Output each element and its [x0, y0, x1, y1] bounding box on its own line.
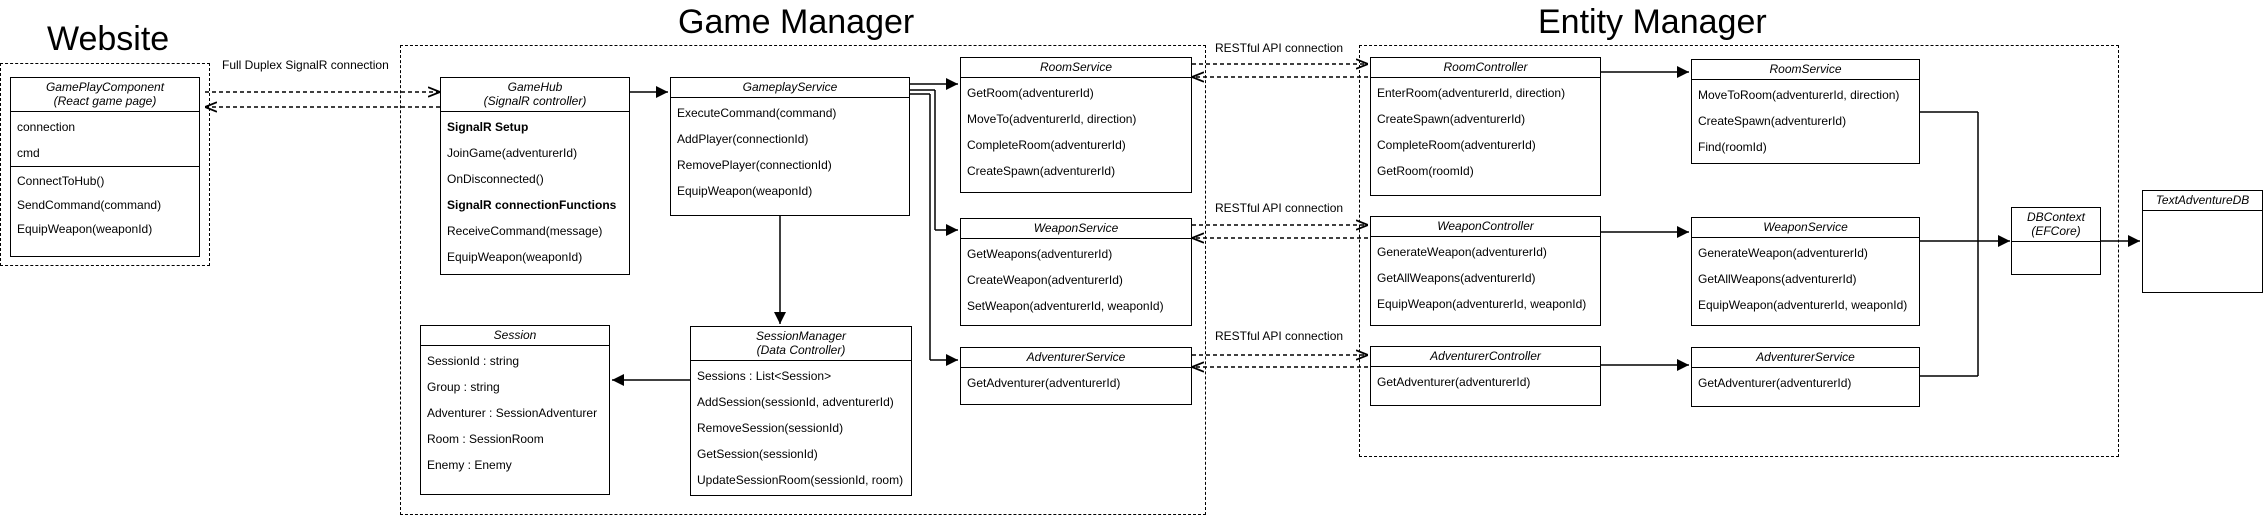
method-row: CompleteRoom(adventurerId) [967, 138, 1126, 152]
em-room-service-title: RoomService [1692, 60, 1919, 80]
method-row: AddPlayer(connectionId) [677, 132, 809, 146]
em-adventurer-service-box: AdventurerService GetAdventurer(adventur… [1691, 347, 1920, 407]
method-row: GenerateWeapon(adventurerId) [1377, 245, 1547, 259]
gm-adventurer-service-title: AdventurerService [961, 348, 1191, 368]
method-row: ConnectToHub() [17, 174, 105, 188]
method-row: SignalR Setup [447, 120, 529, 134]
method-row: GetAdventurer(adventurerId) [967, 376, 1121, 390]
method-row: SendCommand(command) [17, 198, 162, 212]
method-row: GetAdventurer(adventurerId) [1377, 375, 1531, 389]
room-controller-title: RoomController [1371, 58, 1600, 78]
em-weapon-service-box: WeaponService GenerateWeapon(adventurerI… [1691, 217, 1920, 326]
website-region [0, 63, 210, 266]
em-adventurer-service-title: AdventurerService [1692, 348, 1919, 368]
game-hub-box: GameHub (SignalR controller) SignalR Set… [440, 77, 630, 275]
method-row: ReceiveCommand(message) [447, 224, 603, 238]
method-row: SetWeapon(adventurerId, weaponId) [967, 299, 1164, 313]
entity-manager-title: Entity Manager [1538, 3, 1767, 41]
gm-room-service-title: RoomService [961, 58, 1191, 78]
method-row: OnDisconnected() [447, 172, 544, 186]
field-row: Sessions : List<Session> [697, 369, 832, 383]
gm-weapon-service-title: WeaponService [961, 219, 1191, 239]
session-manager-subtitle: (Data Controller) [756, 343, 846, 357]
method-row: MoveToRoom(adventurerId, direction) [1698, 88, 1900, 102]
gm-weapon-service-box: WeaponService GetWeapons(adventurerId) C… [960, 218, 1192, 326]
field-row: Room : SessionRoom [427, 432, 544, 446]
method-row: MoveTo(adventurerId, direction) [967, 112, 1137, 126]
game-manager-region [400, 45, 1206, 515]
method-row: RemoveSession(sessionId) [697, 421, 844, 435]
entity-manager-region [1359, 45, 2119, 457]
method-row: GetSession(sessionId) [697, 447, 818, 461]
field-row: SessionId : string [427, 354, 520, 368]
db-context-title: DBContext [2026, 210, 2086, 224]
rest-room-connection-label: RESTful API connection [1215, 41, 1344, 55]
method-row: GetRoom(roomId) [1377, 164, 1474, 178]
method-row: EquipWeapon(weaponId) [17, 222, 153, 236]
website-title: Website [47, 20, 170, 58]
gameplay-service-title: GameplayService [671, 78, 909, 98]
gameplay-component-subtitle: (React game page) [53, 94, 157, 108]
text-adventure-db-title: TextAdventureDB [2143, 191, 2262, 211]
method-row: CreateSpawn(adventurerId) [967, 164, 1116, 178]
method-row: GetRoom(adventurerId) [967, 86, 1094, 100]
method-row: JoinGame(adventurerId) [447, 146, 578, 160]
method-row: GetAllWeapons(adventurerId) [1698, 272, 1857, 286]
text-adventure-db-box: TextAdventureDB [2142, 190, 2263, 293]
weapon-controller-box: WeaponController GenerateWeapon(adventur… [1370, 216, 1601, 326]
gameplay-component-box: GamePlayComponent (React game page) conn… [10, 77, 200, 257]
rest-weapon-connection-label: RESTful API connection [1215, 201, 1344, 215]
method-row: EquipWeapon(weaponId) [677, 184, 813, 198]
session-title: Session [421, 326, 609, 346]
adventurer-controller-box: AdventurerController GetAdventurer(adven… [1370, 346, 1601, 406]
game-manager-title: Game Manager [678, 3, 915, 41]
weapon-controller-title: WeaponController [1371, 217, 1600, 237]
gm-room-service-box: RoomService GetRoom(adventurerId) MoveTo… [960, 57, 1192, 193]
adventurer-controller-title: AdventurerController [1371, 347, 1600, 367]
session-box: Session SessionId : string Group : strin… [420, 325, 610, 495]
db-context-subtitle: (EFCore) [2031, 224, 2081, 238]
method-row: SignalR connectionFunctions [447, 198, 617, 212]
signalr-connection-label: Full Duplex SignalR connection [222, 58, 389, 72]
method-row: CreateSpawn(adventurerId) [1377, 112, 1526, 126]
gameplay-service-box: GameplayService ExecuteCommand(command) … [670, 77, 910, 216]
em-weapon-service-title: WeaponService [1692, 218, 1919, 238]
session-manager-box: SessionManager (Data Controller) Session… [690, 326, 912, 496]
field-row: cmd [17, 146, 40, 160]
gm-adventurer-service-box: AdventurerService GetAdventurer(adventur… [960, 347, 1192, 405]
method-row: GetAdventurer(adventurerId) [1698, 376, 1852, 390]
method-row: CompleteRoom(adventurerId) [1377, 138, 1536, 152]
field-row: Enemy : Enemy [427, 458, 512, 472]
method-row: ExecuteCommand(command) [677, 106, 837, 120]
session-manager-title: SessionManager [755, 329, 847, 343]
method-row: CreateSpawn(adventurerId) [1698, 114, 1847, 128]
game-hub-subtitle: (SignalR controller) [483, 94, 587, 108]
method-row: EquipWeapon(adventurerId, weaponId) [1698, 298, 1908, 312]
field-row: Group : string [427, 380, 500, 394]
em-room-service-box: RoomService MoveToRoom(adventurerId, dir… [1691, 59, 1920, 164]
field-row: connection [17, 120, 76, 134]
method-row: GenerateWeapon(adventurerId) [1698, 246, 1868, 260]
method-row: EquipWeapon(adventurerId, weaponId) [1377, 297, 1587, 311]
method-row: EquipWeapon(weaponId) [447, 250, 583, 264]
method-row: Find(roomId) [1698, 140, 1767, 154]
method-row: AddSession(sessionId, adventurerId) [697, 395, 894, 409]
field-row: Adventurer : SessionAdventurer [427, 406, 598, 420]
method-row: UpdateSessionRoom(sessionId, room) [697, 473, 904, 487]
db-context-box: DBContext (EFCore) [2011, 207, 2101, 275]
method-row: CreateWeapon(adventurerId) [967, 273, 1123, 287]
method-row: GetWeapons(adventurerId) [967, 247, 1113, 261]
method-row: EnterRoom(adventurerId, direction) [1377, 86, 1566, 100]
method-row: GetAllWeapons(adventurerId) [1377, 271, 1536, 285]
gameplay-component-title: GamePlayComponent [45, 80, 165, 94]
method-row: RemovePlayer(connectionId) [677, 158, 832, 172]
game-hub-title: GameHub [507, 80, 563, 94]
room-controller-box: RoomController EnterRoom(adventurerId, d… [1370, 57, 1601, 196]
rest-adventurer-connection-label: RESTful API connection [1215, 329, 1344, 343]
